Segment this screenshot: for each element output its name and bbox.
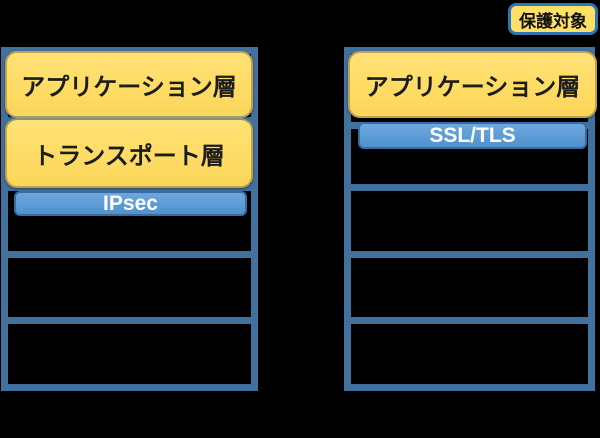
ipsec-bar: IPsec [14, 191, 247, 216]
row-divider [8, 251, 251, 258]
left-application-layer-label: アプリケーション層 [21, 74, 237, 101]
ssl-tls-bar: SSL/TLS [358, 122, 587, 149]
row-divider [351, 251, 588, 258]
row-divider [8, 317, 251, 324]
right-application-layer-box: アプリケーション層 [348, 51, 597, 118]
row-divider [351, 317, 588, 324]
right-application-layer-label: アプリケーション層 [364, 74, 581, 101]
protection-target-badge-label: 保護対象 [519, 11, 587, 31]
left-transport-layer-label: トランスポート層 [33, 142, 225, 170]
left-application-layer-box: アプリケーション層 [5, 51, 253, 118]
left-transport-layer-box: トランスポート層 [5, 118, 253, 188]
row-divider [351, 184, 588, 191]
ipsec-bar-label: IPsec [103, 192, 158, 215]
protection-target-badge: 保護対象 [508, 3, 598, 35]
ssl-tls-bar-label: SSL/TLS [429, 124, 516, 147]
